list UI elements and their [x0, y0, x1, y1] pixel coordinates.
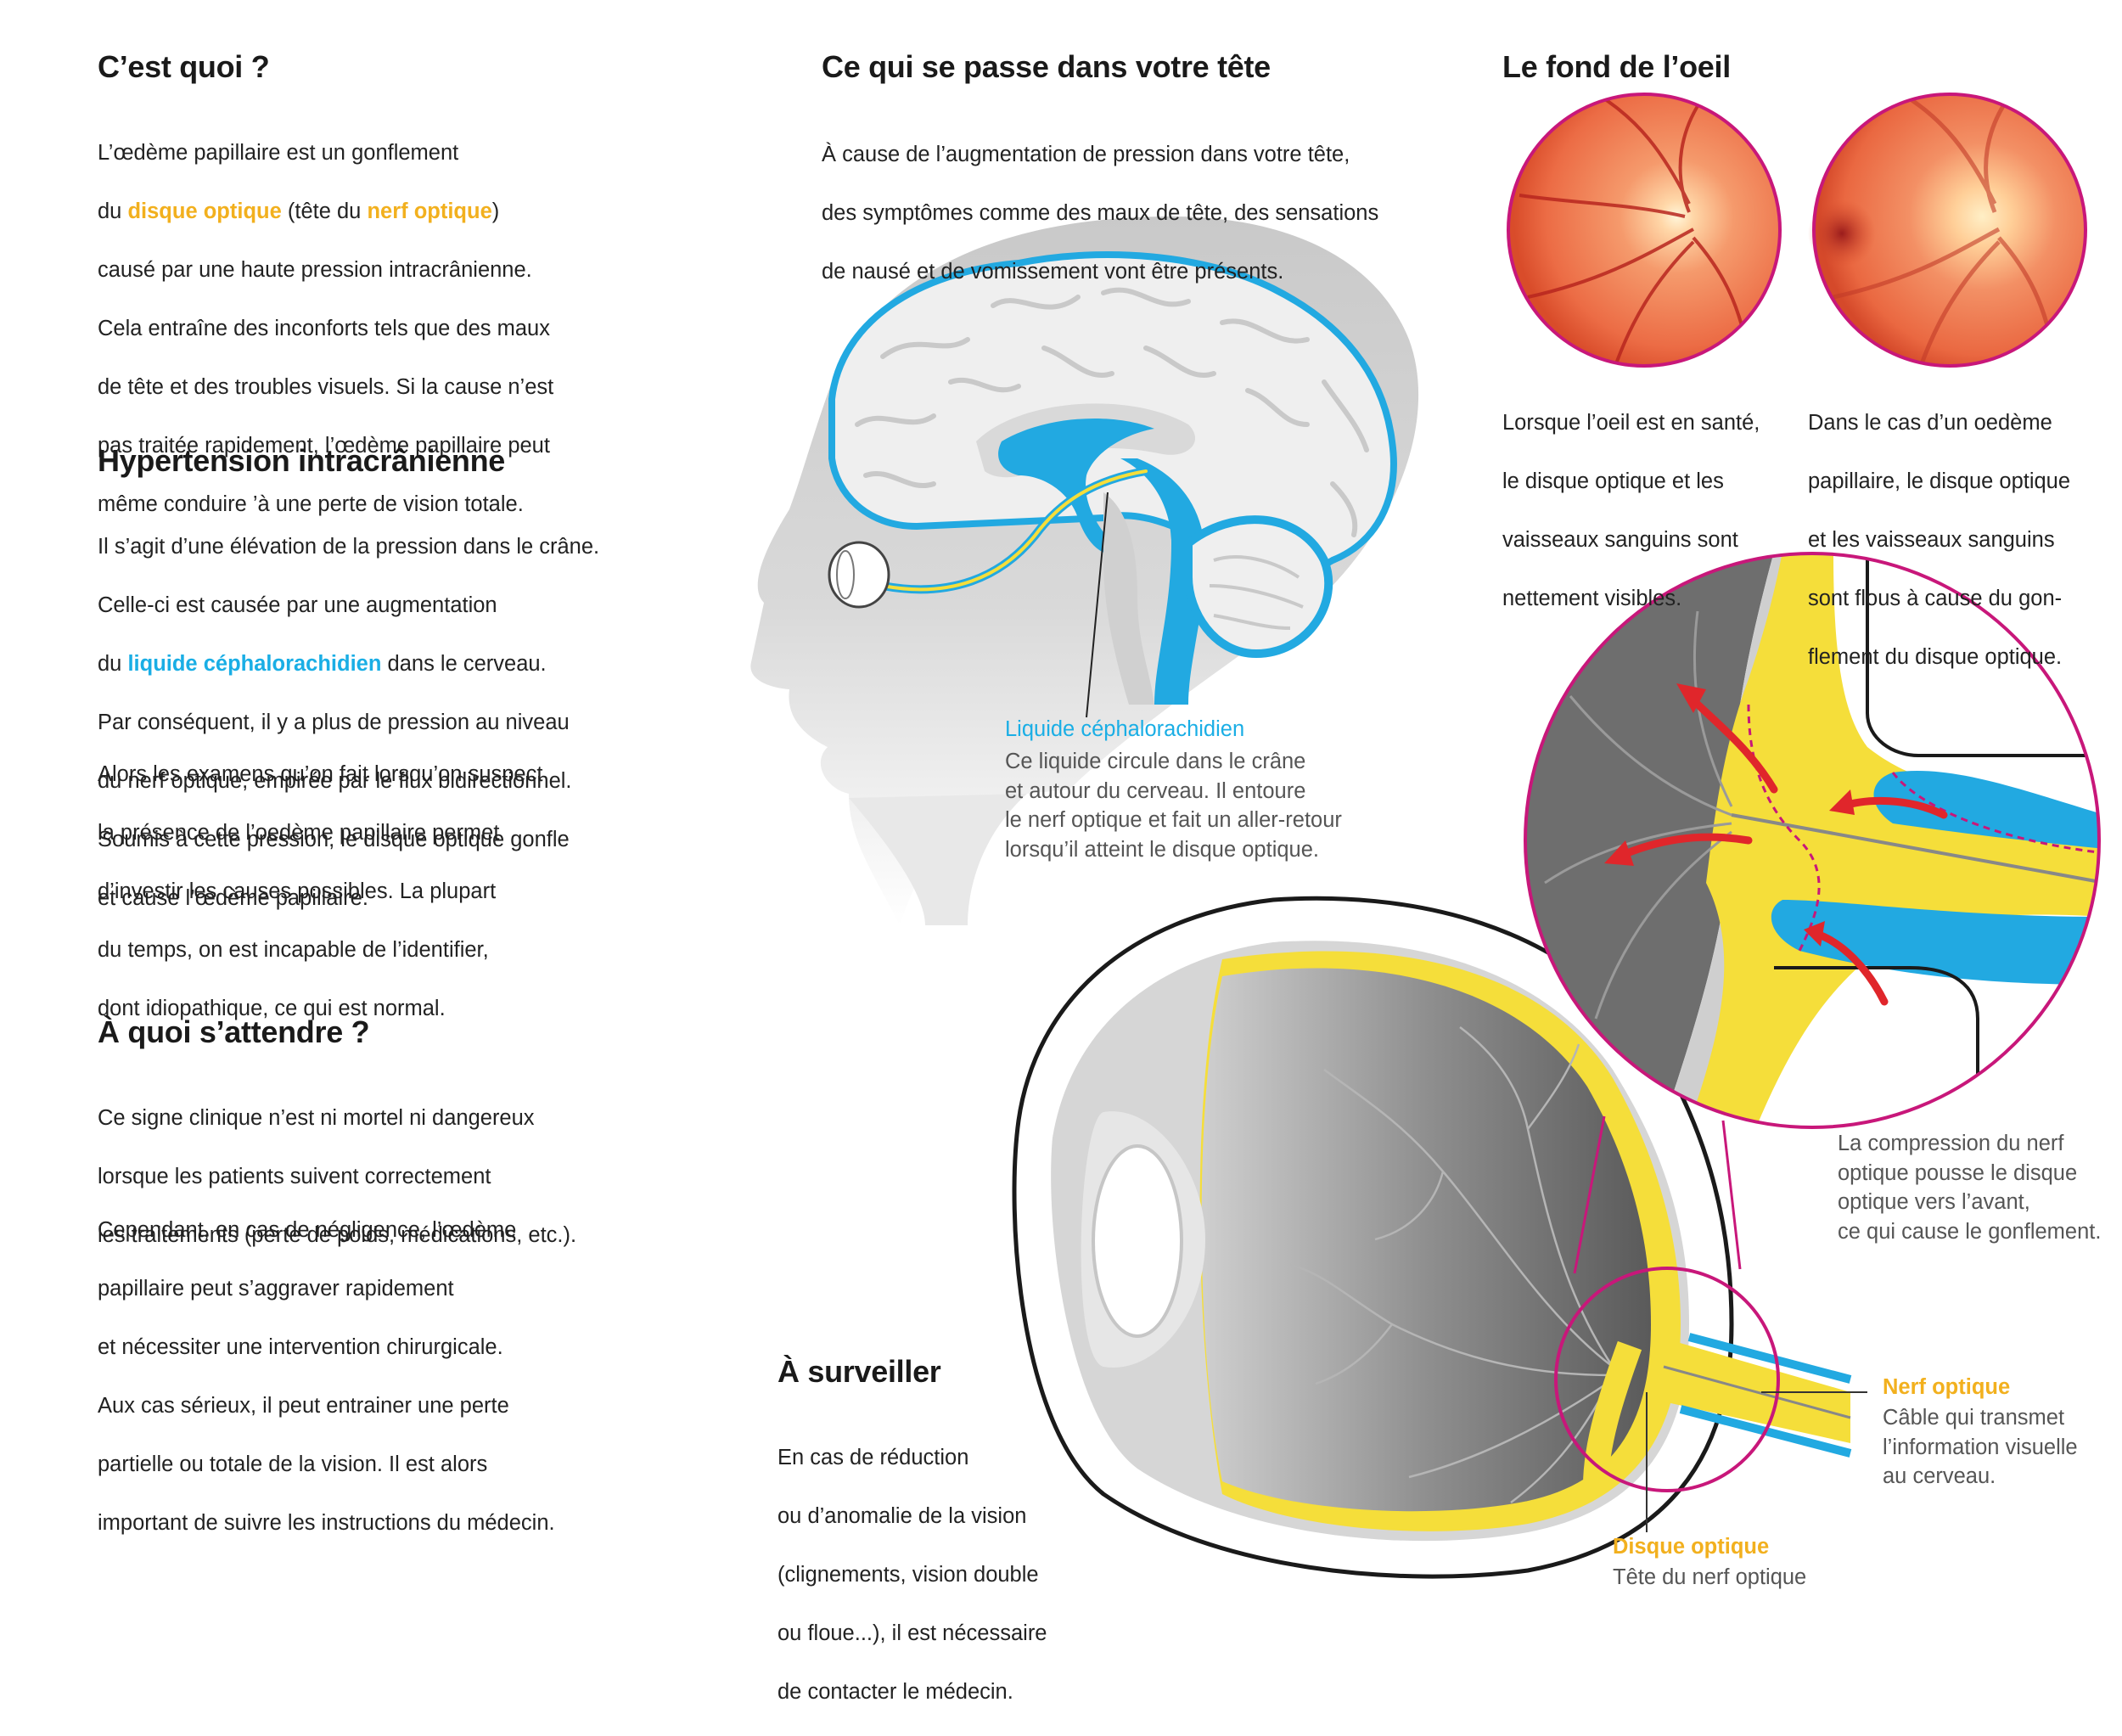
illustration-canvas — [750, 93, 2101, 1579]
text-line: dont idiopathique, ce qui est normal. — [98, 996, 446, 1020]
text-line: même conduire ’à une perte de vision tot… — [98, 492, 524, 516]
what-paragraph: L’œdème papillaire est un gonflement du … — [98, 109, 553, 548]
eye-cross-section — [1012, 896, 1867, 1579]
text-line: En cas de réduction — [778, 1445, 969, 1469]
text-line: et nécessiter une intervention chirurgic… — [98, 1334, 503, 1359]
csf-leader-line — [1086, 492, 1109, 718]
zoom-detail — [1524, 552, 2101, 1129]
text-line: et les vaisseaux sanguins — [1808, 527, 2055, 552]
text-line: sont flous à cause du gon- — [1808, 586, 2063, 610]
text-line: vaisseaux sanguins sont — [1502, 527, 1738, 552]
text-line: causé par une haute pression intracrânie… — [98, 257, 532, 282]
text-line: La compression du nerf — [1838, 1132, 2064, 1155]
section-title-head: Ce qui se passe dans votre tête — [822, 49, 1271, 84]
nerve-label-title: Nerf optique — [1883, 1375, 2011, 1399]
fundus-papilledema-caption: Dans le cas d’un oedème papillaire, le d… — [1808, 379, 2070, 701]
text-line: Il s’agit d’une élévation de la pression… — [98, 534, 600, 559]
text-line: ce qui cause le gonflement. — [1838, 1219, 2102, 1244]
term-optic-disc: disque optique — [127, 199, 282, 223]
text-line: du nerf optique, empirée par le flux bid… — [98, 768, 572, 793]
text-line: du temps, on est incapable de l’identifi… — [98, 937, 489, 962]
hypertension-paragraph: Il s’agit d’une élévation de la pression… — [98, 503, 599, 942]
hypertension-paragraph-2: Alors les examens qu’on fait lorsqu’on s… — [98, 730, 542, 1053]
expect-paragraph-2: Cependant, en cas de négligence, l’œdème… — [98, 1186, 555, 1567]
text-line: important de suivre les instructions du … — [98, 1510, 555, 1535]
text-line: du liquide céphalorachidien dans le cerv… — [98, 651, 547, 676]
text-line: Câble qui transmet — [1883, 1406, 2065, 1430]
text-line: la présence de l’oedème papillaire perme… — [98, 820, 500, 845]
csf-label-text: Ce liquide circule dans le crâne et auto… — [1005, 747, 1342, 864]
text-line: Cela entraîne des inconforts tels que de… — [98, 316, 550, 340]
text-line: Soumis à cette pression, le disque optiq… — [98, 827, 570, 851]
csf-label-title: Liquide céphalorachidien — [1005, 717, 1245, 741]
text-line: Par conséquent, il y a plus de pression … — [98, 710, 570, 734]
text-line: Tête du nerf optique — [1613, 1565, 1807, 1589]
text-line: de nausé et de vomissement vont être pré… — [822, 259, 1284, 284]
text-line: Ce liquide circule dans le crâne — [1005, 750, 1306, 773]
text-line: ou d’anomalie de la vision — [778, 1503, 1027, 1528]
text-line: nettement visibles. — [1502, 586, 1682, 610]
text-line: Celle-ci est causée par une augmentation — [98, 593, 497, 617]
nerve-label-text: Câble qui transmet l’information visuell… — [1883, 1403, 2078, 1492]
text-line: ou floue...), il est nécessaire — [778, 1621, 1047, 1645]
section-title-what: C’est quoi ? — [98, 49, 270, 84]
text-line: (clignements, vision double — [778, 1562, 1039, 1587]
text-line: Cependant, en cas de négligence, l’œdème — [98, 1217, 517, 1242]
watch-paragraph: En cas de réduction ou d’anomalie de la … — [778, 1413, 1047, 1736]
text-line: optique pousse le disque — [1838, 1160, 2078, 1185]
text-line: de contacter le médecin. — [778, 1679, 1013, 1704]
expect-paragraph: Ce signe clinique n’est ni mortel ni dan… — [98, 1074, 576, 1279]
section-title-hypertension: Hypertension intracrânienne — [98, 443, 506, 478]
text-line: et autour du cerveau. Il entoure — [1005, 778, 1306, 803]
text-line: lorsqu’il atteint le disque optique. — [1005, 837, 1319, 862]
head-paragraph: À cause de l’augmentation de pression da… — [822, 110, 1378, 316]
disc-label-text: Tête du nerf optique — [1613, 1563, 1806, 1593]
text-line: Alors les examens qu’on fait lorsqu’on s… — [98, 761, 543, 786]
text-line: au cerveau. — [1883, 1464, 1996, 1488]
text-line: À cause de l’augmentation de pression da… — [822, 142, 1350, 166]
text-line: le nerf optique et fait un aller-retour — [1005, 808, 1342, 832]
text-line: Dans le cas d’un oedème — [1808, 410, 2052, 435]
text-line: Lorsque l’oeil est en santé, — [1502, 410, 1760, 435]
section-title-expect: À quoi s’attendre ? — [98, 1014, 370, 1049]
retinal-vessels — [1289, 1026, 1614, 1503]
text-line: de tête et des troubles visuels. Si la c… — [98, 374, 554, 399]
fundus-healthy-caption: Lorsque l’oeil est en santé, le disque o… — [1502, 379, 1760, 643]
zoom-source-circle — [1554, 1267, 1780, 1492]
section-title-fundus: Le fond de l’oeil — [1502, 49, 1731, 84]
text-line: l’information visuelle — [1883, 1435, 2078, 1459]
disc-label-title: Disque optique — [1613, 1535, 1770, 1559]
text-line: papillaire peut s’aggraver rapidement — [98, 1276, 454, 1301]
section-title-watch: À surveiller — [778, 1354, 941, 1389]
text-line: Ce signe clinique n’est ni mortel ni dan… — [98, 1105, 535, 1130]
text-line: du disque optique (tête du nerf optique) — [98, 199, 500, 223]
text-line: pas traitée rapidement, l’œdème papillai… — [98, 433, 550, 458]
text-line: flement du disque optique. — [1808, 644, 2063, 669]
text-line: L’œdème papillaire est un gonflement — [98, 140, 459, 165]
text-line: les traitements (perte de poids, médicat… — [98, 1222, 577, 1247]
text-line: des symptômes comme des maux de tête, de… — [822, 200, 1379, 225]
text-line: Aux cas sérieux, il peut entrainer une p… — [98, 1393, 509, 1418]
term-csf: liquide céphalorachidien — [127, 651, 382, 676]
text-line: partielle ou totale de la vision. Il est… — [98, 1452, 488, 1476]
brain — [828, 251, 1397, 718]
term-optic-nerve: nerf optique — [367, 199, 492, 223]
text-line: papillaire, le disque optique — [1808, 469, 2071, 493]
brain-gyri — [855, 287, 1369, 537]
text-line: lorsque les patients suivent correctemen… — [98, 1164, 491, 1188]
text-line: et cause l’œdème papillaire. — [98, 885, 368, 910]
text-line: le disque optique et les — [1502, 469, 1724, 493]
fundus-healthy — [1507, 93, 1782, 368]
compression-label: La compression du nerf optique pousse le… — [1838, 1129, 2101, 1246]
fundus-papilledema — [1808, 93, 2087, 368]
text-line: optique vers l’avant, — [1838, 1190, 2030, 1214]
text-line: d’investir les causes possibles. La plup… — [98, 879, 497, 903]
